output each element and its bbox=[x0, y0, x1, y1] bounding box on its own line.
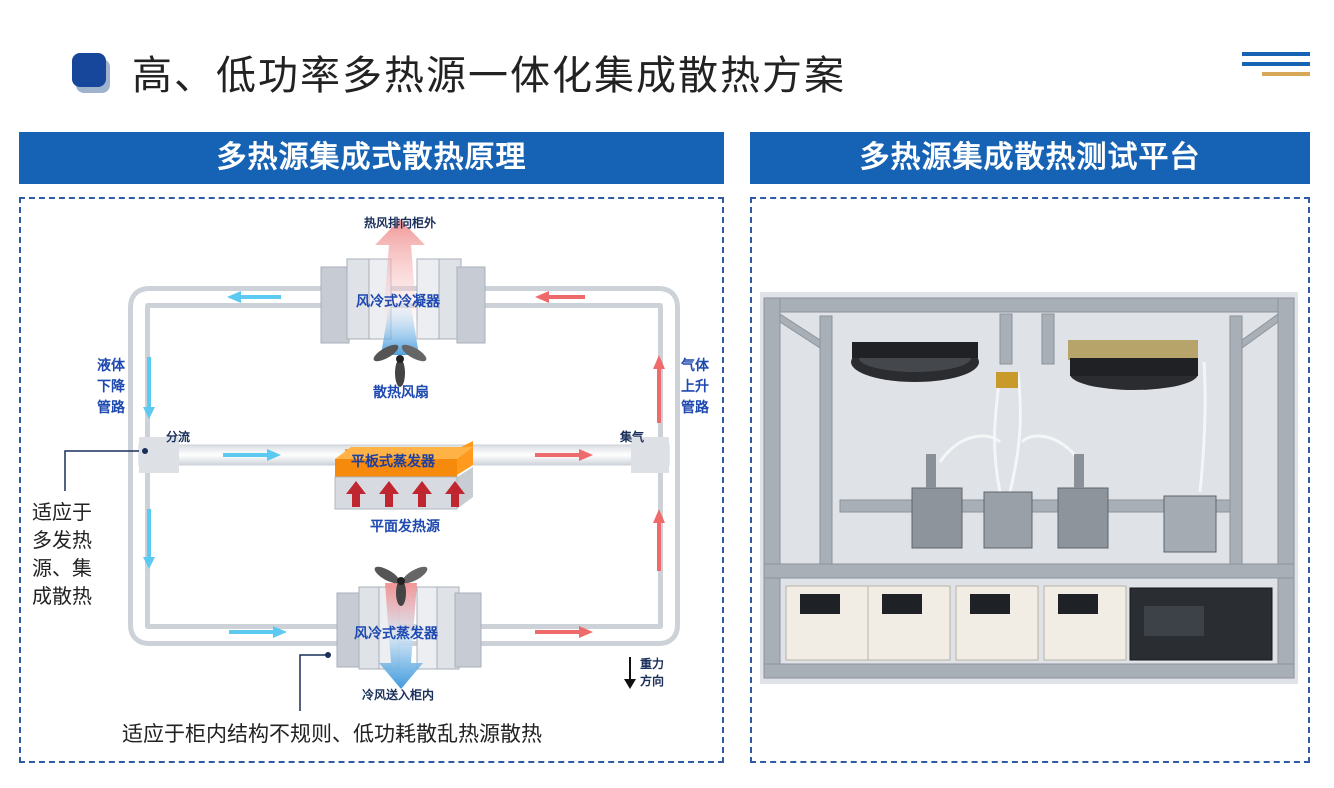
thermal-diagram bbox=[64, 219, 680, 711]
title-bar: 高、低功率多热源一体化集成散热方案 bbox=[72, 44, 846, 100]
title-square-icon bbox=[72, 53, 110, 93]
flat-evaporator-label: 平板式蒸发器 bbox=[351, 454, 435, 470]
left-panel-box bbox=[19, 197, 724, 763]
test-platform-photo bbox=[760, 292, 1298, 684]
bottom-fan-icon bbox=[374, 566, 428, 606]
liquid-down-label: 液体 下降 管路 bbox=[97, 358, 125, 416]
gas-up-label: 气体 上升 管路 bbox=[681, 358, 709, 416]
fan-left-icon bbox=[851, 342, 979, 382]
air-condenser-label: 风冷式冷凝器 bbox=[356, 294, 440, 310]
cooling-fan-label: 散热风扇 bbox=[373, 385, 429, 401]
cold-air-arrow bbox=[379, 583, 423, 689]
gravity-label: 重力 方向 bbox=[640, 657, 665, 688]
right-panel-header: 多热源集成散热测试平台 bbox=[750, 132, 1310, 184]
evaporator-modules bbox=[911, 454, 1217, 553]
liquid-flow-arrows bbox=[143, 291, 287, 638]
brass-fitting bbox=[996, 372, 1018, 388]
note-left: 适应于 多发热 源、集 成散热 bbox=[32, 500, 92, 608]
cold-air-in-label: 冷风送入柜内 bbox=[362, 688, 435, 702]
callout-line-left bbox=[64, 450, 139, 491]
aluminum-frame bbox=[763, 297, 1295, 679]
note-bottom: 适应于柜内结构不规则、低功耗散乱热源散热 bbox=[122, 722, 542, 746]
page-title: 高、低功率多热源一体化集成散热方案 bbox=[132, 53, 846, 99]
air-condenser bbox=[320, 258, 486, 344]
cooling-fan-icon bbox=[373, 344, 427, 387]
left-panel-header: 多热源集成式散热原理 bbox=[19, 132, 724, 184]
right-panel-box bbox=[750, 197, 1310, 763]
collect-label: 集气 bbox=[620, 430, 645, 444]
air-evaporator-label: 风冷式蒸发器 bbox=[354, 626, 438, 642]
power-supplies bbox=[785, 585, 1273, 661]
heat-source-arrows bbox=[346, 481, 465, 507]
decorative-lines-icon bbox=[1240, 50, 1310, 84]
fan-right-icon bbox=[1068, 340, 1198, 390]
callout-line-bottom bbox=[299, 654, 327, 711]
planar-heat-source-label: 平面发热源 bbox=[370, 519, 440, 535]
hot-air-out-label: 热风排向柜外 bbox=[364, 216, 437, 230]
split-label: 分流 bbox=[166, 430, 191, 444]
vapor-flow-arrows bbox=[535, 291, 665, 638]
gravity-arrow-icon bbox=[624, 657, 636, 689]
